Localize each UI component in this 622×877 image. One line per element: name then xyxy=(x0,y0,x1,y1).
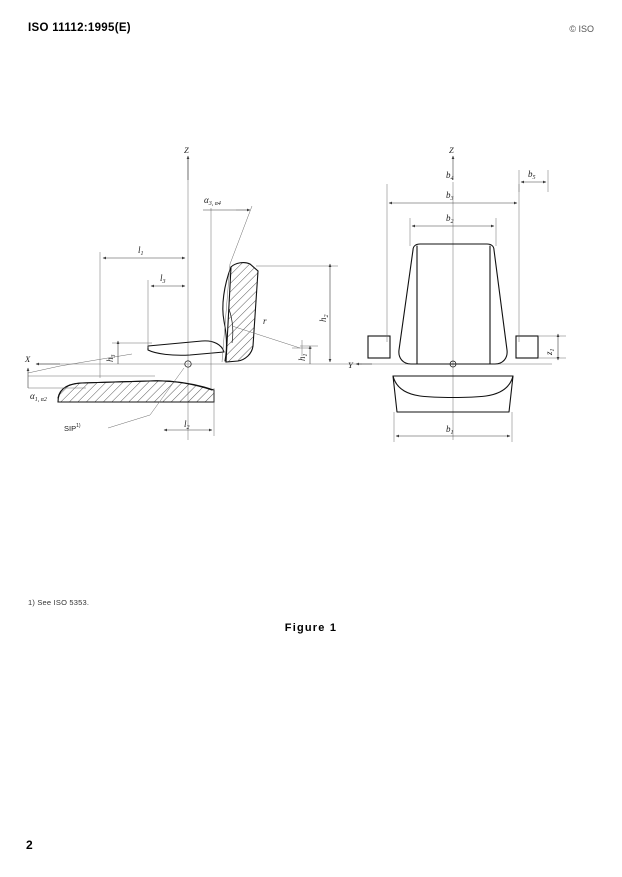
dimension-b3-label: b3 xyxy=(446,190,454,202)
front-view-cushion-base xyxy=(392,375,514,413)
sip-label: SIP1) xyxy=(64,423,81,433)
dimension-l3-group: l3 xyxy=(147,273,186,348)
dimension-z1-group: z1 xyxy=(538,333,566,361)
dimension-l1-group: l1 xyxy=(99,245,186,378)
dimension-h1-group: h1 xyxy=(297,345,318,364)
front-view-mount-left xyxy=(367,335,391,359)
dimension-b4-label: b4 xyxy=(446,170,454,182)
side-view-z-axis-label: Z xyxy=(184,145,189,155)
seat-back-section xyxy=(225,262,259,363)
seat-cushion-top-curve xyxy=(57,380,213,399)
front-view-seat-back xyxy=(398,243,508,365)
seat-back-front-contour xyxy=(222,266,232,362)
dimension-h2-label: h2 xyxy=(318,315,330,323)
dimension-l2-label: l2 xyxy=(184,419,190,431)
dimension-z1-label: z1 xyxy=(544,348,556,356)
dimension-h2-group: h2 xyxy=(256,263,338,363)
front-view-z-axis-label: Z xyxy=(449,145,454,155)
sip-point-marker xyxy=(184,360,192,368)
side-view-x-axis-label: X xyxy=(24,354,31,364)
sip-leader-line xyxy=(107,367,185,429)
figure-footnote: 1) See ISO 5353. xyxy=(28,598,90,607)
angle-alpha-1-2-label: α1, α2 xyxy=(30,391,47,403)
seat-armrest-profile xyxy=(147,340,225,356)
dimension-b5-group: b5 xyxy=(518,169,549,192)
angle-alpha-3-4-group: α3, α4 xyxy=(203,195,253,388)
side-view-group: Z X Y xyxy=(24,145,362,440)
dimension-b1-label: b1 xyxy=(446,424,454,436)
dimension-radius-group: r xyxy=(231,316,312,356)
front-view-mount-right xyxy=(515,335,539,359)
page-number: 2 xyxy=(26,838,33,852)
front-view-seat-cushion xyxy=(392,375,514,399)
front-view-group: Z b4 xyxy=(355,145,566,442)
dimension-l1-label: l1 xyxy=(138,245,144,257)
dimension-b2-label: b2 xyxy=(446,213,454,225)
dimension-l2-group: l2 xyxy=(163,388,215,436)
side-view-x-axis: X Y xyxy=(24,354,362,370)
dimension-b2-group: b2 xyxy=(409,213,497,246)
dimension-h1-label: h1 xyxy=(297,354,309,362)
angle-alpha-3-4-label: α3, α4 xyxy=(204,195,221,207)
dimension-h3-group: h3 xyxy=(105,340,152,364)
dimension-l3-label: l3 xyxy=(160,273,166,285)
angle-alpha-1-2-group: α1, α2 xyxy=(26,353,155,403)
figure-caption: Figure 1 xyxy=(284,622,338,634)
page-header: ISO 11112:1995(E) © ISO xyxy=(28,22,594,40)
document-number: ISO 11112:1995(E) xyxy=(28,22,131,34)
side-view-y-axis-label: Y xyxy=(348,360,354,370)
dimension-b1-group: b1 xyxy=(393,412,513,442)
dimension-radius-label: r xyxy=(263,316,267,326)
copyright-notice: © ISO xyxy=(569,24,594,34)
figure-1-drawing: Z X Y xyxy=(24,145,566,442)
figure-1-area: Z X Y xyxy=(0,140,622,634)
dimension-b3-group: b3 xyxy=(386,184,520,342)
dimension-b5-label: b5 xyxy=(528,169,536,181)
seat-back-inner-contour xyxy=(228,308,234,344)
dimension-h3-label: h3 xyxy=(105,355,117,363)
